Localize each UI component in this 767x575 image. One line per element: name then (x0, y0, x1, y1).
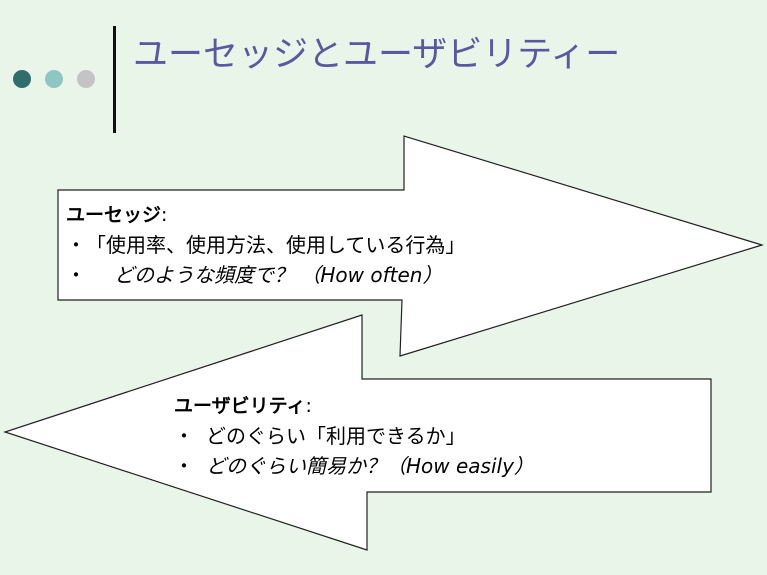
slide-title: ユーセッジとユーザビリティー (133, 35, 621, 75)
usage-heading-colon: : (161, 204, 168, 226)
left-arrow-shape (3, 314, 712, 551)
usage-line-2-text: どのような頻度で？ （How often） (114, 263, 443, 287)
usability-line-2: ・どのぐらい簡易か？（How easily） (174, 451, 534, 481)
usability-heading: ユーザビリティ: (174, 391, 534, 421)
bullet-mark: ・ (66, 263, 86, 287)
usability-heading-label: ユーザビリティ (174, 395, 306, 417)
usage-text-box: ユーセッジ: ・「使用率、使用方法、使用している行為」 ・どのような頻度で？ （… (66, 200, 465, 290)
usage-line-2: ・ どのような頻度で？ （How often） (66, 260, 465, 290)
usability-line-1-text: どのぐらい「利用できるか」 (206, 424, 466, 448)
bullet-mark: ・ (66, 233, 86, 257)
bullet-mark: ・ (174, 454, 194, 478)
usage-heading: ユーセッジ: (66, 200, 465, 230)
usability-line-2-text: どのぐらい簡易か？（How easily） (206, 454, 534, 478)
right-arrow-shape (57, 135, 765, 357)
decor-dot-light (77, 70, 95, 88)
usability-line-1: ・どのぐらい「利用できるか」 (174, 421, 534, 451)
bullet-mark: ・ (174, 424, 194, 448)
usage-heading-label: ユーセッジ (66, 204, 162, 226)
usage-line-1: ・「使用率、使用方法、使用している行為」 (66, 230, 465, 260)
decor-dot-mid (45, 70, 63, 88)
usage-line-1-text: 「使用率、使用方法、使用している行為」 (86, 233, 466, 257)
usability-heading-colon: : (305, 395, 312, 417)
title-divider (113, 26, 116, 133)
usability-text-box: ユーザビリティ: ・どのぐらい「利用できるか」 ・どのぐらい簡易か？（How e… (174, 391, 534, 481)
decor-dot-dark (13, 70, 31, 88)
